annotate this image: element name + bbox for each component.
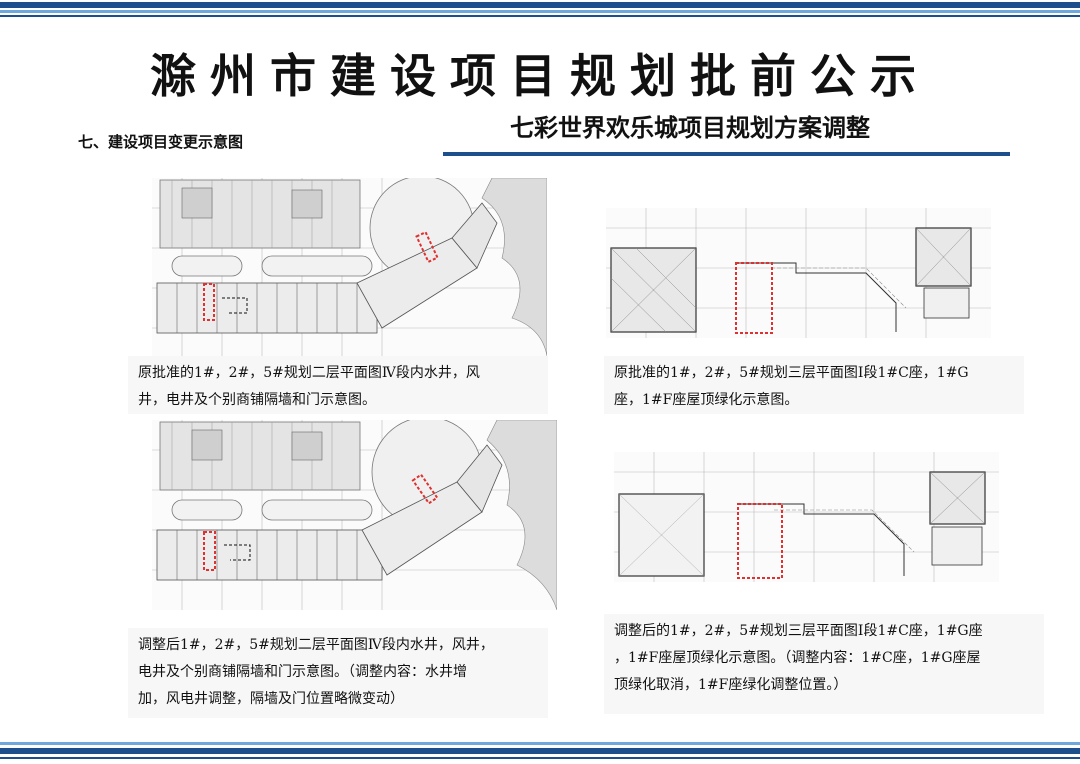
caption-bottom-left: 调整后1#，2#，5#规划二层平面图Ⅳ段内水井，风井， 电井及个别商铺隔墙和门示… [128, 628, 548, 718]
subtitle-underline [443, 152, 1010, 156]
caption-line: 调整后1#，2#，5#规划二层平面图Ⅳ段内水井，风井， [138, 637, 494, 653]
caption-top-right: 原批准的1#，2#，5#规划三层平面图Ⅰ段1#C座，1#G 座，1#F座屋顶绿化… [604, 356, 1024, 414]
caption-line: 加，风电井调整，隔墙及门位置略微变动） [138, 691, 404, 707]
caption-bottom-right: 调整后的1#，2#，5#规划三层平面图Ⅰ段1#C座，1#G座 ，1#F座屋顶绿化… [604, 614, 1044, 714]
section-title: 七、建设项目变更示意图 [78, 133, 244, 151]
floor-plan-top-left [152, 178, 547, 356]
caption-line: 电井及个别商铺隔墙和门示意图。（调整内容：水井增 [138, 664, 467, 680]
page-title: 滁州市建设项目规划批前公示 [150, 49, 930, 103]
floor-plan-drawing [152, 178, 547, 356]
floor-plan-drawing [152, 420, 557, 610]
floor-plan-drawing [614, 452, 999, 582]
caption-line: 调整后的1#，2#，5#规划三层平面图Ⅰ段1#C座，1#G座 [614, 623, 983, 639]
caption-line: 原批准的1#，2#，5#规划二层平面图Ⅳ段内水井，风 [138, 365, 480, 381]
bottom-decorative-band [0, 740, 1080, 764]
floor-plan-drawing [606, 208, 991, 338]
page-subtitle: 七彩世界欢乐城项目规划方案调整 [510, 114, 870, 142]
caption-line: 座，1#F座屋顶绿化示意图。 [614, 392, 799, 408]
floor-plan-bottom-right [614, 452, 999, 582]
floor-plan-bottom-left [152, 420, 557, 610]
top-decorative-band [0, 0, 1080, 22]
caption-top-left: 原批准的1#，2#，5#规划二层平面图Ⅳ段内水井，风 井，电井及个别商铺隔墙和门… [128, 356, 548, 414]
caption-line: 顶绿化取消，1#F座绿化调整位置。） [614, 677, 848, 693]
caption-line: 原批准的1#，2#，5#规划三层平面图Ⅰ段1#C座，1#G [614, 365, 969, 381]
caption-line: ，1#F座屋顶绿化示意图。（调整内容：1#C座，1#G座屋 [614, 650, 981, 666]
caption-line: 井，电井及个别商铺隔墙和门示意图。 [138, 392, 376, 408]
floor-plan-top-right [606, 208, 991, 338]
